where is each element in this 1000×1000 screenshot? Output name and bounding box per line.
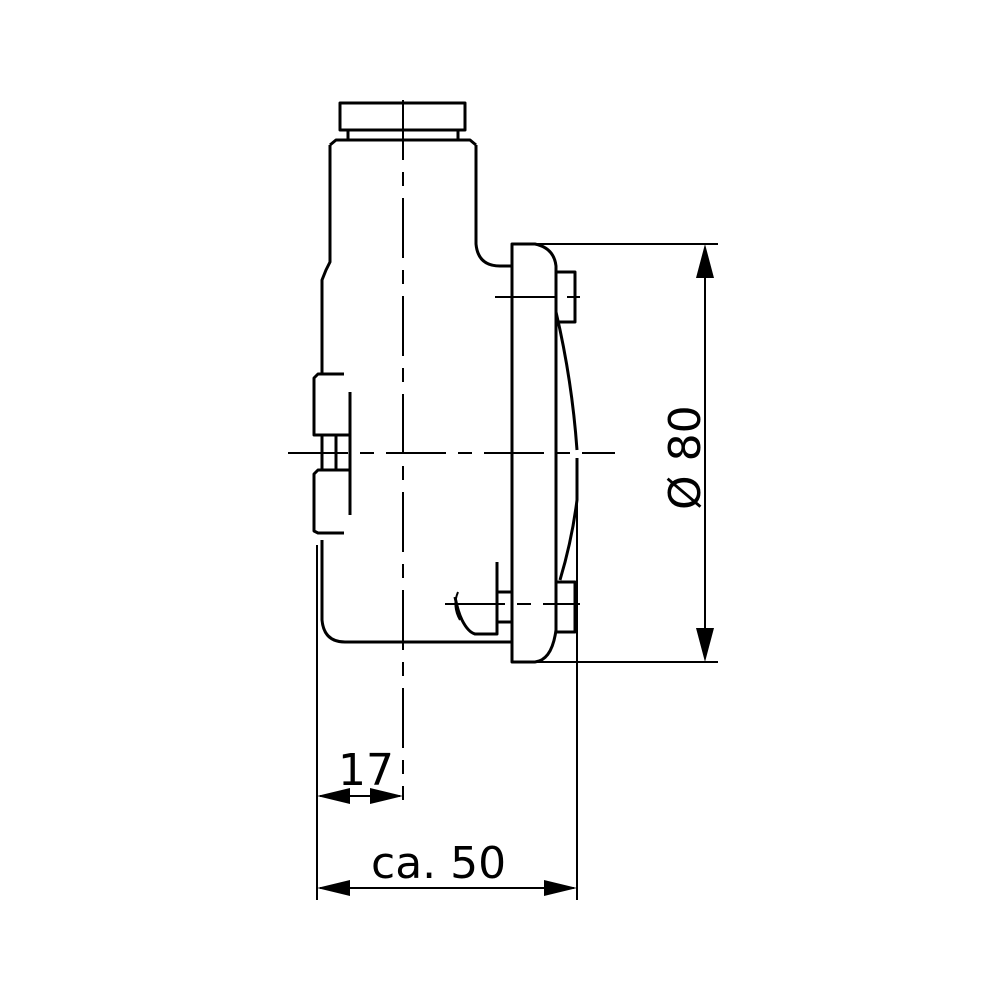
overall-depth-dimension: ca. 50 (317, 838, 577, 896)
main-body (316, 145, 512, 900)
diameter-dimension: Ø 80 (660, 244, 714, 662)
offset-dimension: 17 (317, 745, 403, 804)
extension-lines (512, 243, 718, 900)
left-clip-upper (312, 372, 352, 515)
left-clip-lower (312, 468, 344, 535)
center-lines (288, 100, 615, 800)
overall-depth-label: ca. 50 (371, 838, 506, 889)
diameter-label: Ø 80 (660, 405, 711, 510)
offset-label: 17 (338, 745, 394, 796)
